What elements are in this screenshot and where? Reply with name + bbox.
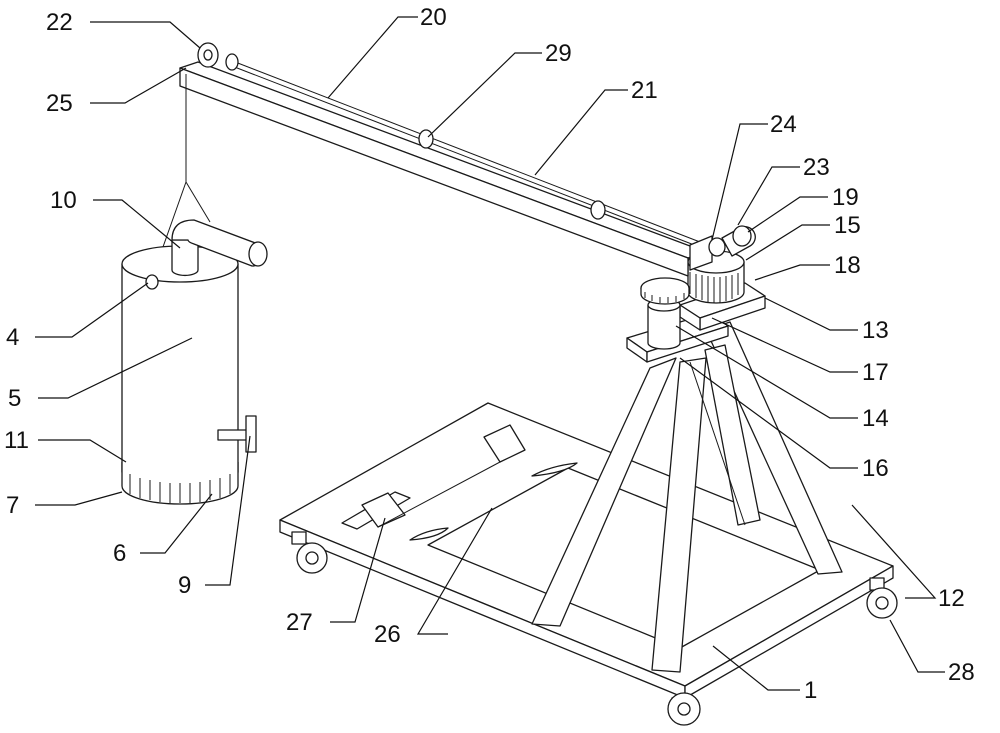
callout-14: 14 [862,405,889,432]
callout-28: 28 [948,659,975,686]
callout-26: 26 [374,621,401,648]
callout-11: 11 [4,427,29,454]
wheel-rear-right [866,577,898,619]
wheel-front-right [667,692,701,726]
callout-1: 1 [804,677,817,704]
callout-27: 27 [286,609,313,636]
callout-29: 29 [545,40,572,67]
callout-10: 10 [50,187,77,214]
callout-4: 4 [6,324,19,351]
callout-7: 7 [6,492,19,519]
callout-6: 6 [113,540,126,567]
wheel-front-left [291,531,328,574]
callout-23: 23 [803,154,830,181]
cylinder-unit [121,219,268,505]
leader-lines [35,16,945,691]
callout-18: 18 [834,252,861,279]
callout-13: 13 [862,317,889,344]
callout-12: 12 [938,585,965,612]
callout-22: 22 [46,9,73,36]
callout-15: 15 [834,212,861,239]
boom-beam [179,59,707,277]
callout-20: 20 [420,4,447,31]
pulleys [197,42,756,271]
clamps [361,424,578,541]
callout-21: 21 [631,77,658,104]
callout-25: 25 [46,90,73,117]
callout-24: 24 [770,111,797,138]
callout-5: 5 [8,385,21,412]
callout-9: 9 [178,572,191,599]
callout-19: 19 [832,184,859,211]
tripod-support [531,321,843,673]
wheels [291,531,898,726]
motor [647,298,681,350]
callout-labels: 22 25 20 29 21 24 23 19 15 18 13 17 14 1… [4,4,975,704]
callout-17: 17 [862,359,889,386]
callout-16: 16 [862,455,889,482]
